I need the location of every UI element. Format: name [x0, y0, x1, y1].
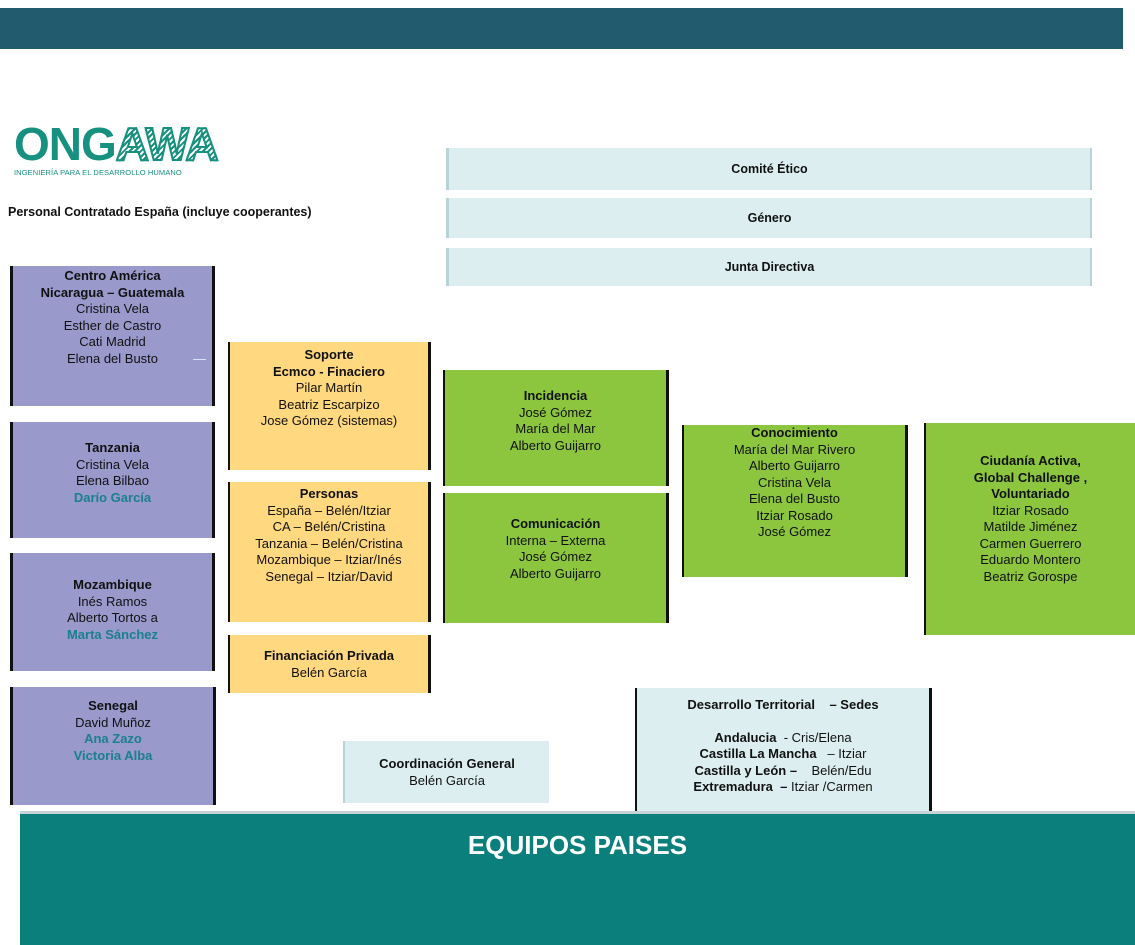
area-comunicacion: Comunicación Interna – Externa José Góme…	[443, 493, 669, 623]
logo-wordmark: ONGAWA	[14, 118, 220, 170]
sede-row: Castilla La Mancha – Itziar	[637, 746, 929, 763]
person: Elena del Busto	[748, 491, 841, 506]
box-title: Tanzania	[85, 440, 140, 455]
box-title: Global Challenge ,	[973, 469, 1088, 485]
committee-junta-directiva: Junta Directiva	[446, 248, 1092, 286]
box-title: Ecmco - Finaciero	[273, 363, 385, 379]
person: Cristina Vela	[76, 301, 149, 316]
person: Jose Gómez (sistemas)	[260, 413, 398, 428]
person: María del Mar	[515, 421, 596, 436]
person: CA – Belén/Cristina	[272, 519, 386, 534]
person: Belén García	[291, 664, 367, 680]
box-title: Personas	[299, 486, 359, 501]
area-financiacion-privada: Financiación Privada Belén García	[228, 635, 431, 693]
person: Beatriz Escarpizo	[278, 396, 380, 412]
person: Beatriz Gorospe	[983, 568, 1078, 584]
logo-word-ong: ONG	[14, 118, 117, 170]
person: Tanzania – Belén/Cristina	[255, 535, 403, 551]
person: Cati Madrid	[79, 334, 146, 349]
area-coordinacion-general: Coordinación General Belén García	[343, 741, 549, 803]
person: David Muñoz	[75, 714, 151, 730]
person: Elena Bilbao	[76, 473, 149, 488]
person: Alberto Tortos a	[67, 610, 158, 625]
box-title: Voluntariado	[991, 486, 1070, 501]
box-title: Mozambique	[73, 577, 152, 592]
person: Matilde Jiménez	[983, 519, 1078, 534]
box-title: Comunicación	[510, 516, 601, 531]
person: España – Belén/Itziar	[267, 502, 391, 518]
person: Esther de Castro	[63, 317, 162, 333]
area-personas: Personas España – Belén/Itziar CA – Belé…	[228, 482, 431, 622]
country-centro-america: Centro América Nicaragua – Guatemala Cri…	[10, 266, 215, 406]
country-tanzania: Tanzania Cristina Vela Elena Bilbao Darí…	[10, 422, 215, 538]
person: Elena del Busto	[66, 350, 159, 366]
person: Cristina Vela	[758, 474, 831, 490]
person-highlight: Victoria Alba	[73, 747, 153, 763]
person: Alberto Guijarro	[509, 437, 602, 453]
area-ciudadania-activa: Ciudanía Activa, Global Challenge , Volu…	[924, 423, 1135, 635]
sede-people: Belén/Edu	[797, 762, 872, 778]
area-incidencia: Incidencia José Gómez María del Mar Albe…	[443, 370, 669, 486]
person: Alberto Guijarro	[748, 458, 841, 473]
person: Itziar Rosado	[756, 507, 833, 523]
person: Carmen Guerrero	[979, 535, 1082, 551]
person: María del Mar Rivero	[733, 441, 856, 457]
person: José Gómez	[519, 549, 592, 564]
sede-row: Castilla y León – Belén/Edu	[637, 763, 929, 780]
person-row: Elena del Busto —	[13, 351, 212, 368]
ongawa-logo: ONGAWA INGENIERÍA PARA EL DESARROLLO HUM…	[14, 118, 254, 180]
person: Pilar Martín	[295, 380, 363, 395]
sede-people: - Cris/Elena	[776, 729, 852, 745]
person: Senegal – Itziar/David	[265, 568, 393, 584]
committee-label: Comité Ético	[731, 162, 808, 176]
trailing-dash: —	[193, 350, 206, 366]
box-title: Conocimiento	[751, 425, 838, 440]
committee-comite-etico: Comité Ético	[446, 148, 1092, 190]
sede-region: Castilla y León –	[694, 762, 798, 778]
person-highlight: Marta Sánchez	[66, 626, 159, 642]
person: Alberto Guijarro	[509, 565, 602, 581]
box-title: Senegal	[88, 698, 138, 713]
logo-word-awa: AWA	[115, 118, 220, 170]
person: Itziar Rosado	[992, 502, 1069, 518]
footer-banner: EQUIPOS PAISES	[20, 811, 1135, 945]
committee-genero: Género	[446, 198, 1092, 238]
person: Interna – Externa	[505, 532, 606, 548]
area-conocimiento: Conocimiento María del Mar Rivero Albert…	[682, 425, 908, 577]
sede-people: – Itziar	[816, 746, 867, 761]
area-soporte: Soporte Ecmco - Finaciero Pilar Martín B…	[228, 342, 431, 470]
sede-region: Andalucia	[714, 729, 777, 745]
person: Cristina Vela	[76, 456, 149, 472]
person: Eduardo Montero	[980, 552, 1081, 567]
box-title: Incidencia	[523, 388, 588, 403]
box-title: Ciudanía Activa,	[980, 453, 1081, 468]
country-senegal: Senegal David Muñoz Ana Zazo Victoria Al…	[10, 687, 216, 805]
footer-title: EQUIPOS PAISES	[467, 830, 688, 860]
person: José Gómez	[758, 524, 831, 539]
person: Belén García	[409, 772, 485, 788]
committee-label: Junta Directiva	[724, 260, 815, 274]
person-highlight: Ana Zazo	[84, 731, 142, 746]
committee-label: Género	[747, 211, 792, 225]
sede-people: Itziar /Carmen	[787, 779, 873, 794]
sede-row: Extremadura – Itziar /Carmen	[637, 779, 929, 796]
box-title: Soporte	[304, 347, 354, 362]
box-title: Nicaragua – Guatemala	[40, 284, 185, 300]
box-title: Financiación Privada	[263, 648, 395, 663]
box-title: Desarrollo Territorial – Sedes	[687, 697, 879, 712]
sede-row: Andalucia - Cris/Elena	[637, 730, 929, 747]
box-title: Centro América	[64, 268, 161, 283]
page-subtitle: Personal Contratado España (incluye coop…	[8, 205, 312, 219]
sede-region: Castilla La Mancha	[699, 746, 817, 761]
box-title: Coordinación General	[379, 756, 515, 771]
person: José Gómez	[519, 404, 592, 420]
top-banner	[0, 8, 1123, 49]
person-highlight: Darío García	[73, 489, 152, 505]
logo-tagline: INGENIERÍA PARA EL DESARROLLO HUMANO	[14, 168, 182, 177]
sede-region: Extremadura –	[693, 779, 788, 794]
person: Inés Ramos	[77, 593, 148, 609]
person: Mozambique – Itziar/Inés	[256, 552, 402, 567]
country-mozambique: Mozambique Inés Ramos Alberto Tortos a M…	[10, 553, 215, 671]
